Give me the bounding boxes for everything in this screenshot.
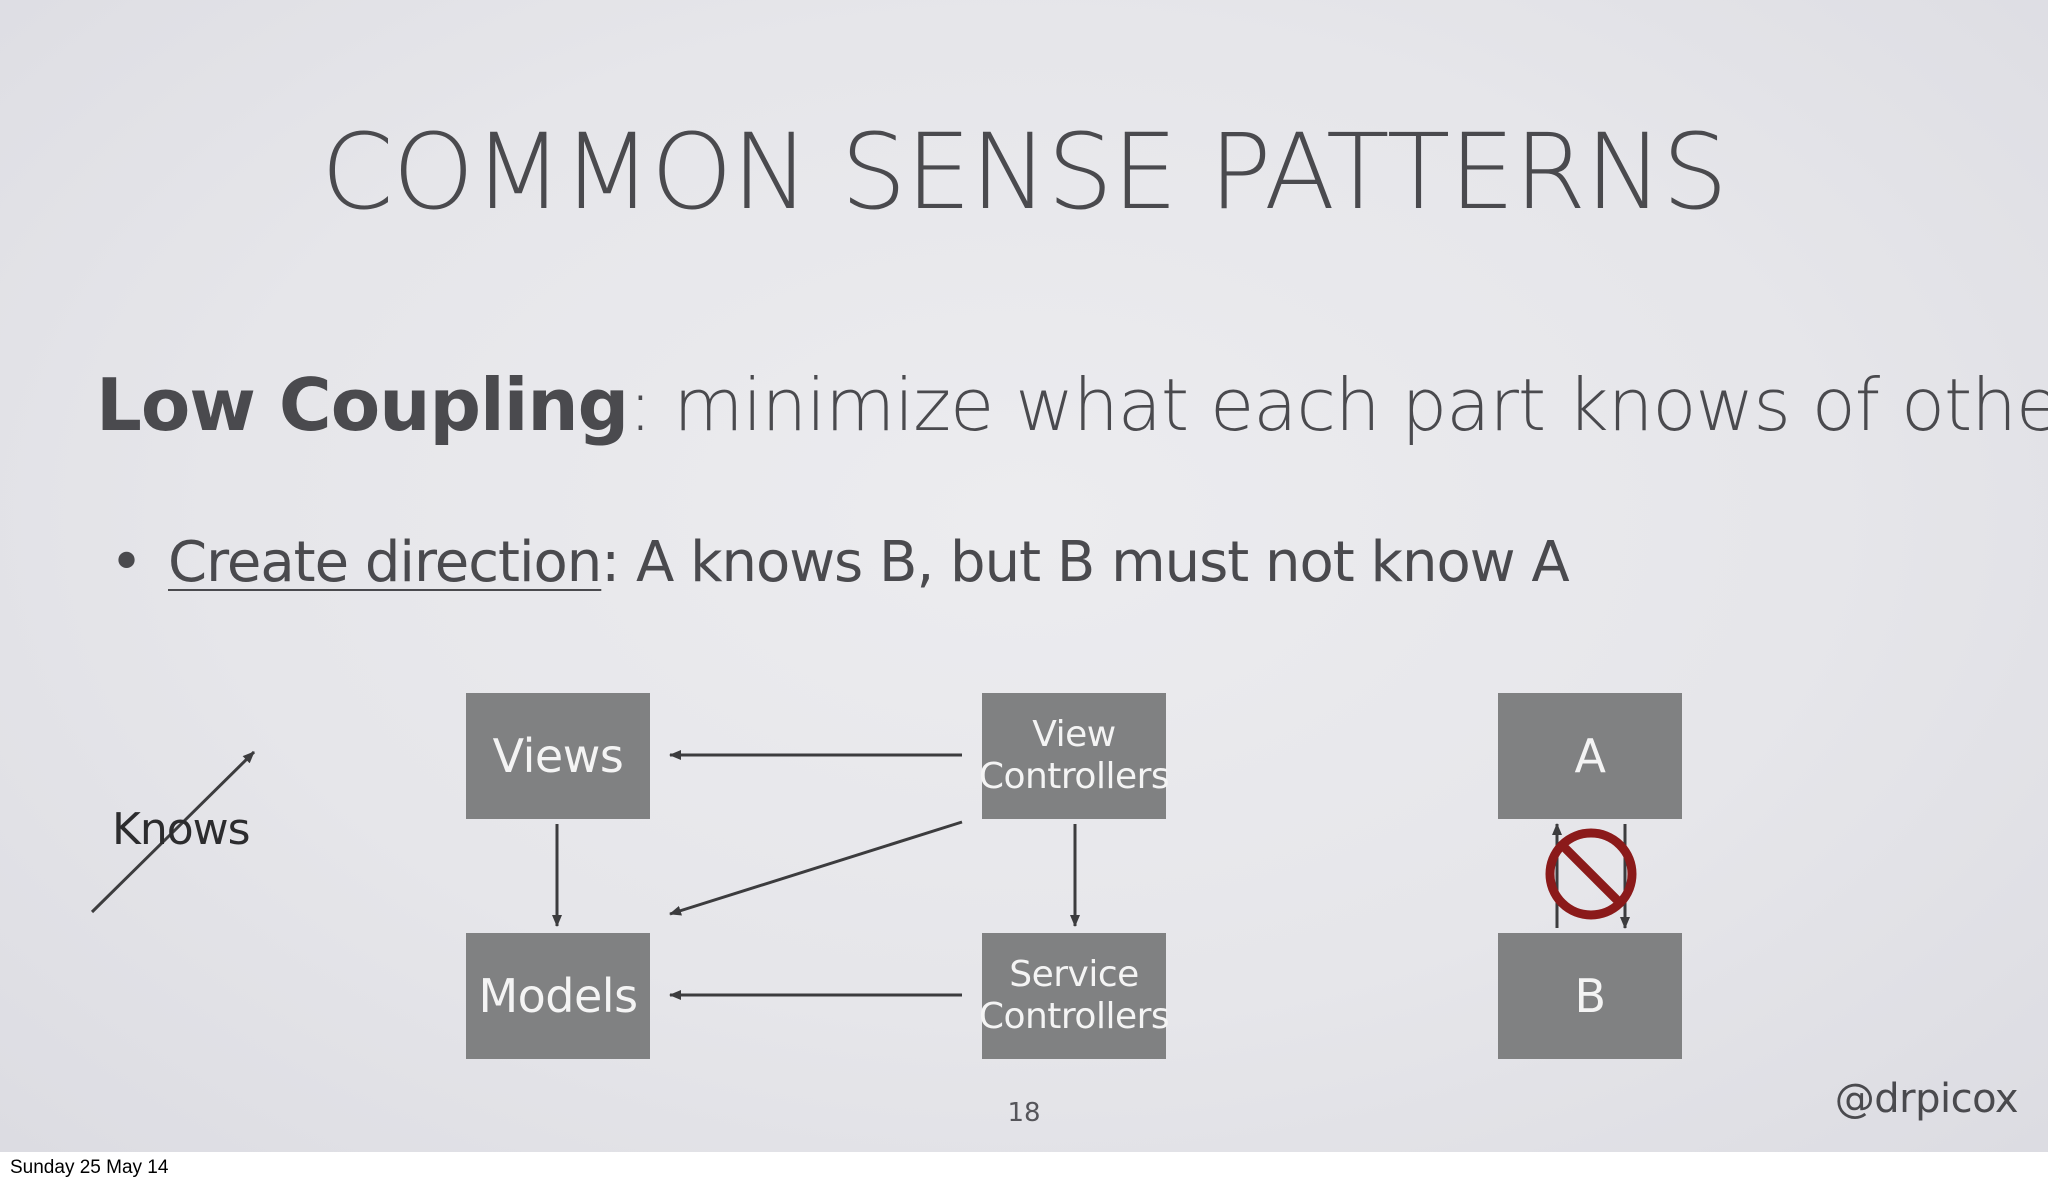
page-number: 18 xyxy=(1007,1098,1041,1128)
subtitle-emphasis: Low Coupling xyxy=(96,363,629,447)
bullet-text: : A knows B, but B must not know A xyxy=(601,530,1569,595)
slide-subtitle: Low Coupling: minimize what each part kn… xyxy=(96,360,2048,450)
slide-title: COMMON SENSE PATTERNS xyxy=(320,111,1728,233)
bullet-underlined-text: Create direction xyxy=(168,530,602,595)
box-a: A xyxy=(1498,693,1682,819)
legend-knows-label: Knows xyxy=(112,804,251,855)
prohibited-icon xyxy=(1545,828,1637,920)
footer-date: Sunday 25 May 14 xyxy=(10,1157,169,1178)
subtitle-text: : minimize what each part knows of other xyxy=(628,363,2048,447)
box-b: B xyxy=(1498,933,1682,1059)
bullet-dot: • xyxy=(110,530,143,595)
box-models: Models xyxy=(466,933,650,1059)
author-handle: @drpicox xyxy=(1834,1076,2019,1122)
diagram-arrows xyxy=(90,750,1637,1000)
bullet-item: • Create direction: A knows B, but B must… xyxy=(110,528,1570,598)
legend-knows-arrow xyxy=(90,750,256,914)
box-views: Views xyxy=(466,693,650,819)
footer-bar: Sunday 25 May 14 xyxy=(0,1152,2048,1184)
box-view-controllers: View Controllers xyxy=(979,693,1170,819)
box-service-controllers: Service Controllers xyxy=(979,933,1170,1059)
slide: COMMON SENSE PATTERNS Low Coupling: mini… xyxy=(0,0,2048,1152)
arrow-viewcontrollers-to-models xyxy=(669,820,963,916)
